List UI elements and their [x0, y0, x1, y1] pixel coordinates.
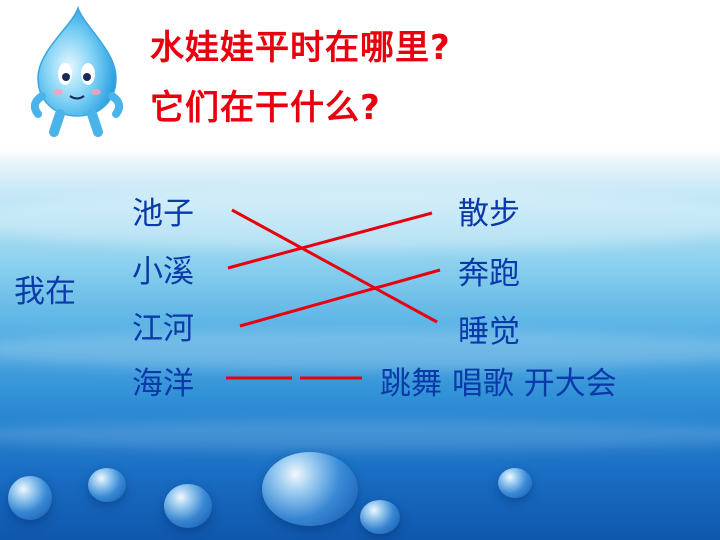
light-streak — [0, 330, 720, 370]
subject-label: 我在 — [14, 274, 76, 310]
activity-dance-sing-meeting: 跳舞 唱歌 开大会 — [380, 366, 617, 402]
water-bubble-icon — [498, 468, 532, 498]
place-pond: 池子 — [132, 196, 194, 232]
match-line-creek-walk — [227, 211, 433, 270]
activity-walk: 散步 — [458, 196, 520, 232]
water-bubble-icon — [8, 476, 52, 520]
water-bubble-icon — [164, 484, 212, 528]
light-streak — [0, 190, 720, 250]
water-bubble-icon — [262, 452, 358, 526]
water-droplet-mascot-icon — [30, 6, 124, 137]
title-line-1: 水娃娃平时在哪里? — [150, 28, 451, 68]
title-line-2: 它们在干什么? — [150, 88, 381, 128]
water-bubble-icon — [360, 500, 400, 534]
activity-sleep: 睡觉 — [458, 314, 520, 350]
place-creek: 小溪 — [132, 254, 194, 290]
place-ocean: 海洋 — [132, 366, 194, 402]
match-line-river-run — [239, 268, 441, 328]
activity-run: 奔跑 — [458, 256, 520, 292]
water-bubble-icon — [88, 468, 126, 502]
light-streak — [0, 420, 720, 450]
match-line-pond-sleep — [231, 208, 438, 324]
place-river: 江河 — [132, 311, 194, 347]
